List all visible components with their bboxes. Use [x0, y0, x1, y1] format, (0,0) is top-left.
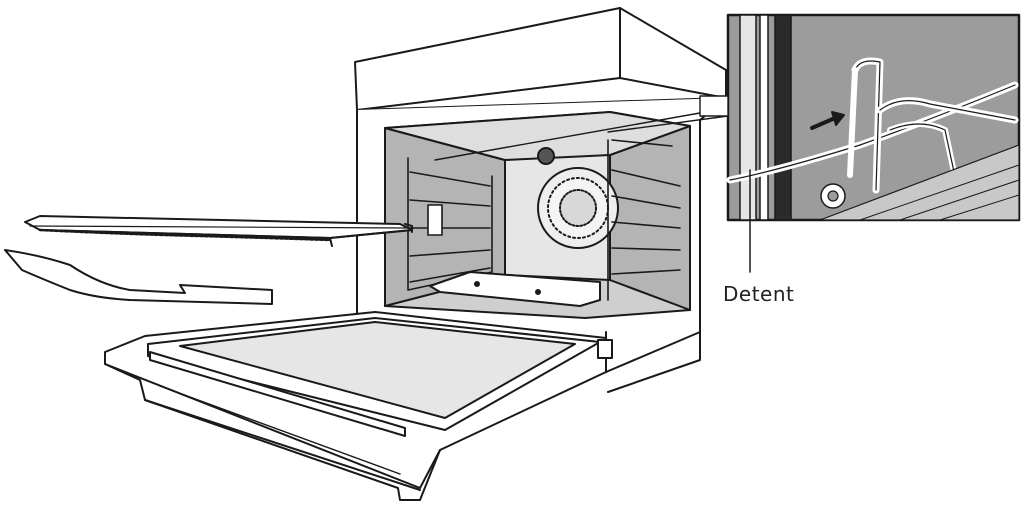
convection-fan-icon: [537, 167, 619, 249]
bottom-tray: [429, 271, 601, 307]
oven-cavity: [384, 111, 691, 319]
detent-label: Detent: [723, 282, 795, 306]
direction-arrow-icon: [4, 249, 273, 305]
oven-door: [104, 311, 613, 501]
zoom-connector: [434, 95, 729, 161]
oven-light-icon: [537, 147, 555, 165]
oven-rack: [24, 215, 413, 247]
oven-top-trim: [354, 7, 727, 111]
detent-inset: [726, 13, 1021, 273]
right-rack-guides: [607, 139, 681, 301]
